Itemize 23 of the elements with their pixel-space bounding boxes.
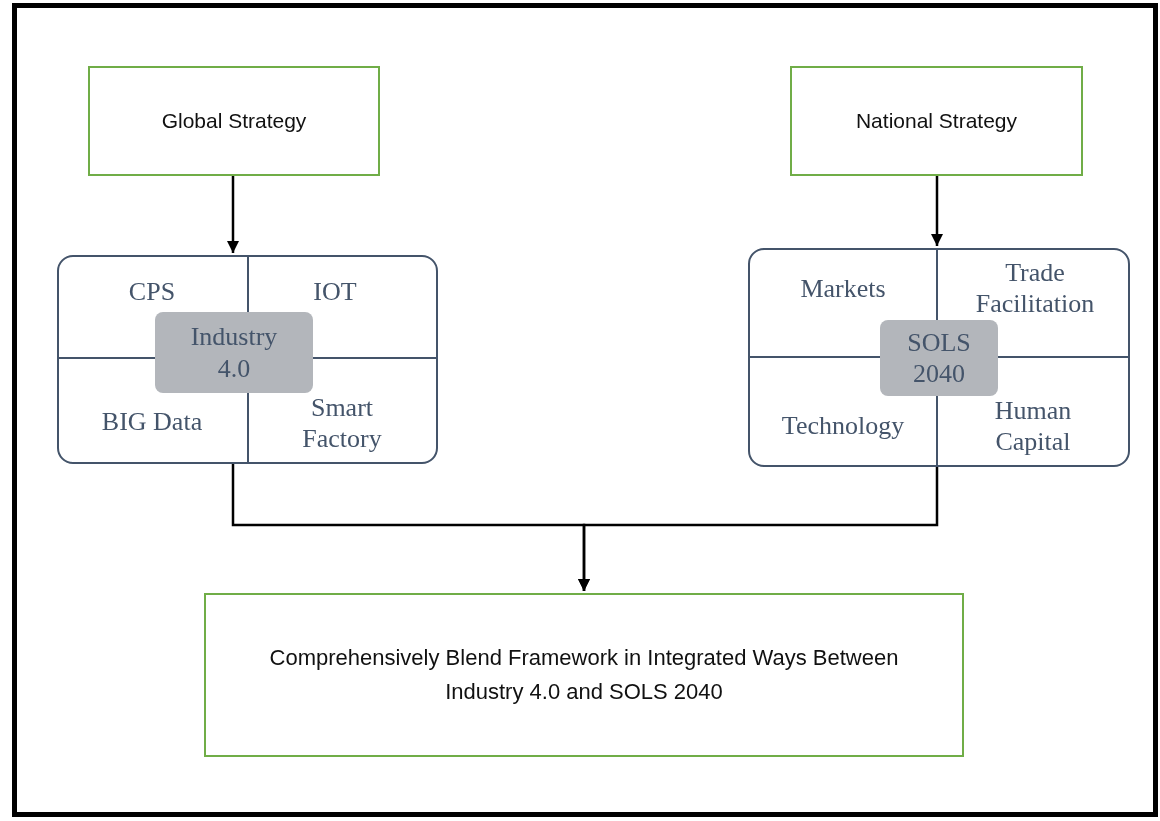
box-text: Comprehensively Blend Framework in Integrated Ways Between Industry 4.0 and SOLS 2040: [268, 643, 900, 706]
box-text: Human Capital: [993, 394, 1073, 458]
box-text: Industry 4.0: [189, 321, 279, 384]
arrow: [577, 467, 939, 591]
box-text: SOLS 2040: [906, 326, 972, 390]
quadrant-panel: [57, 255, 438, 464]
process-box: [204, 593, 964, 757]
process-box: [790, 66, 1083, 176]
center-box: [155, 312, 313, 393]
center-box: [880, 320, 998, 396]
box-text: BIG Data: [101, 406, 203, 438]
box-text: Markets: [800, 273, 886, 305]
box-text: Global Strategy: [161, 107, 307, 134]
box-text: IOT: [313, 276, 357, 308]
arrow: [226, 176, 240, 253]
process-box: [88, 66, 380, 176]
box-text: National Strategy: [855, 107, 1018, 134]
quadrant-panel: [748, 248, 1130, 467]
box-text: Smart Factory: [301, 391, 383, 455]
box-text: Trade Facilitation: [974, 256, 1096, 320]
box-text: Technology: [781, 410, 905, 442]
box-text: CPS: [128, 276, 176, 308]
arrow: [930, 176, 944, 246]
